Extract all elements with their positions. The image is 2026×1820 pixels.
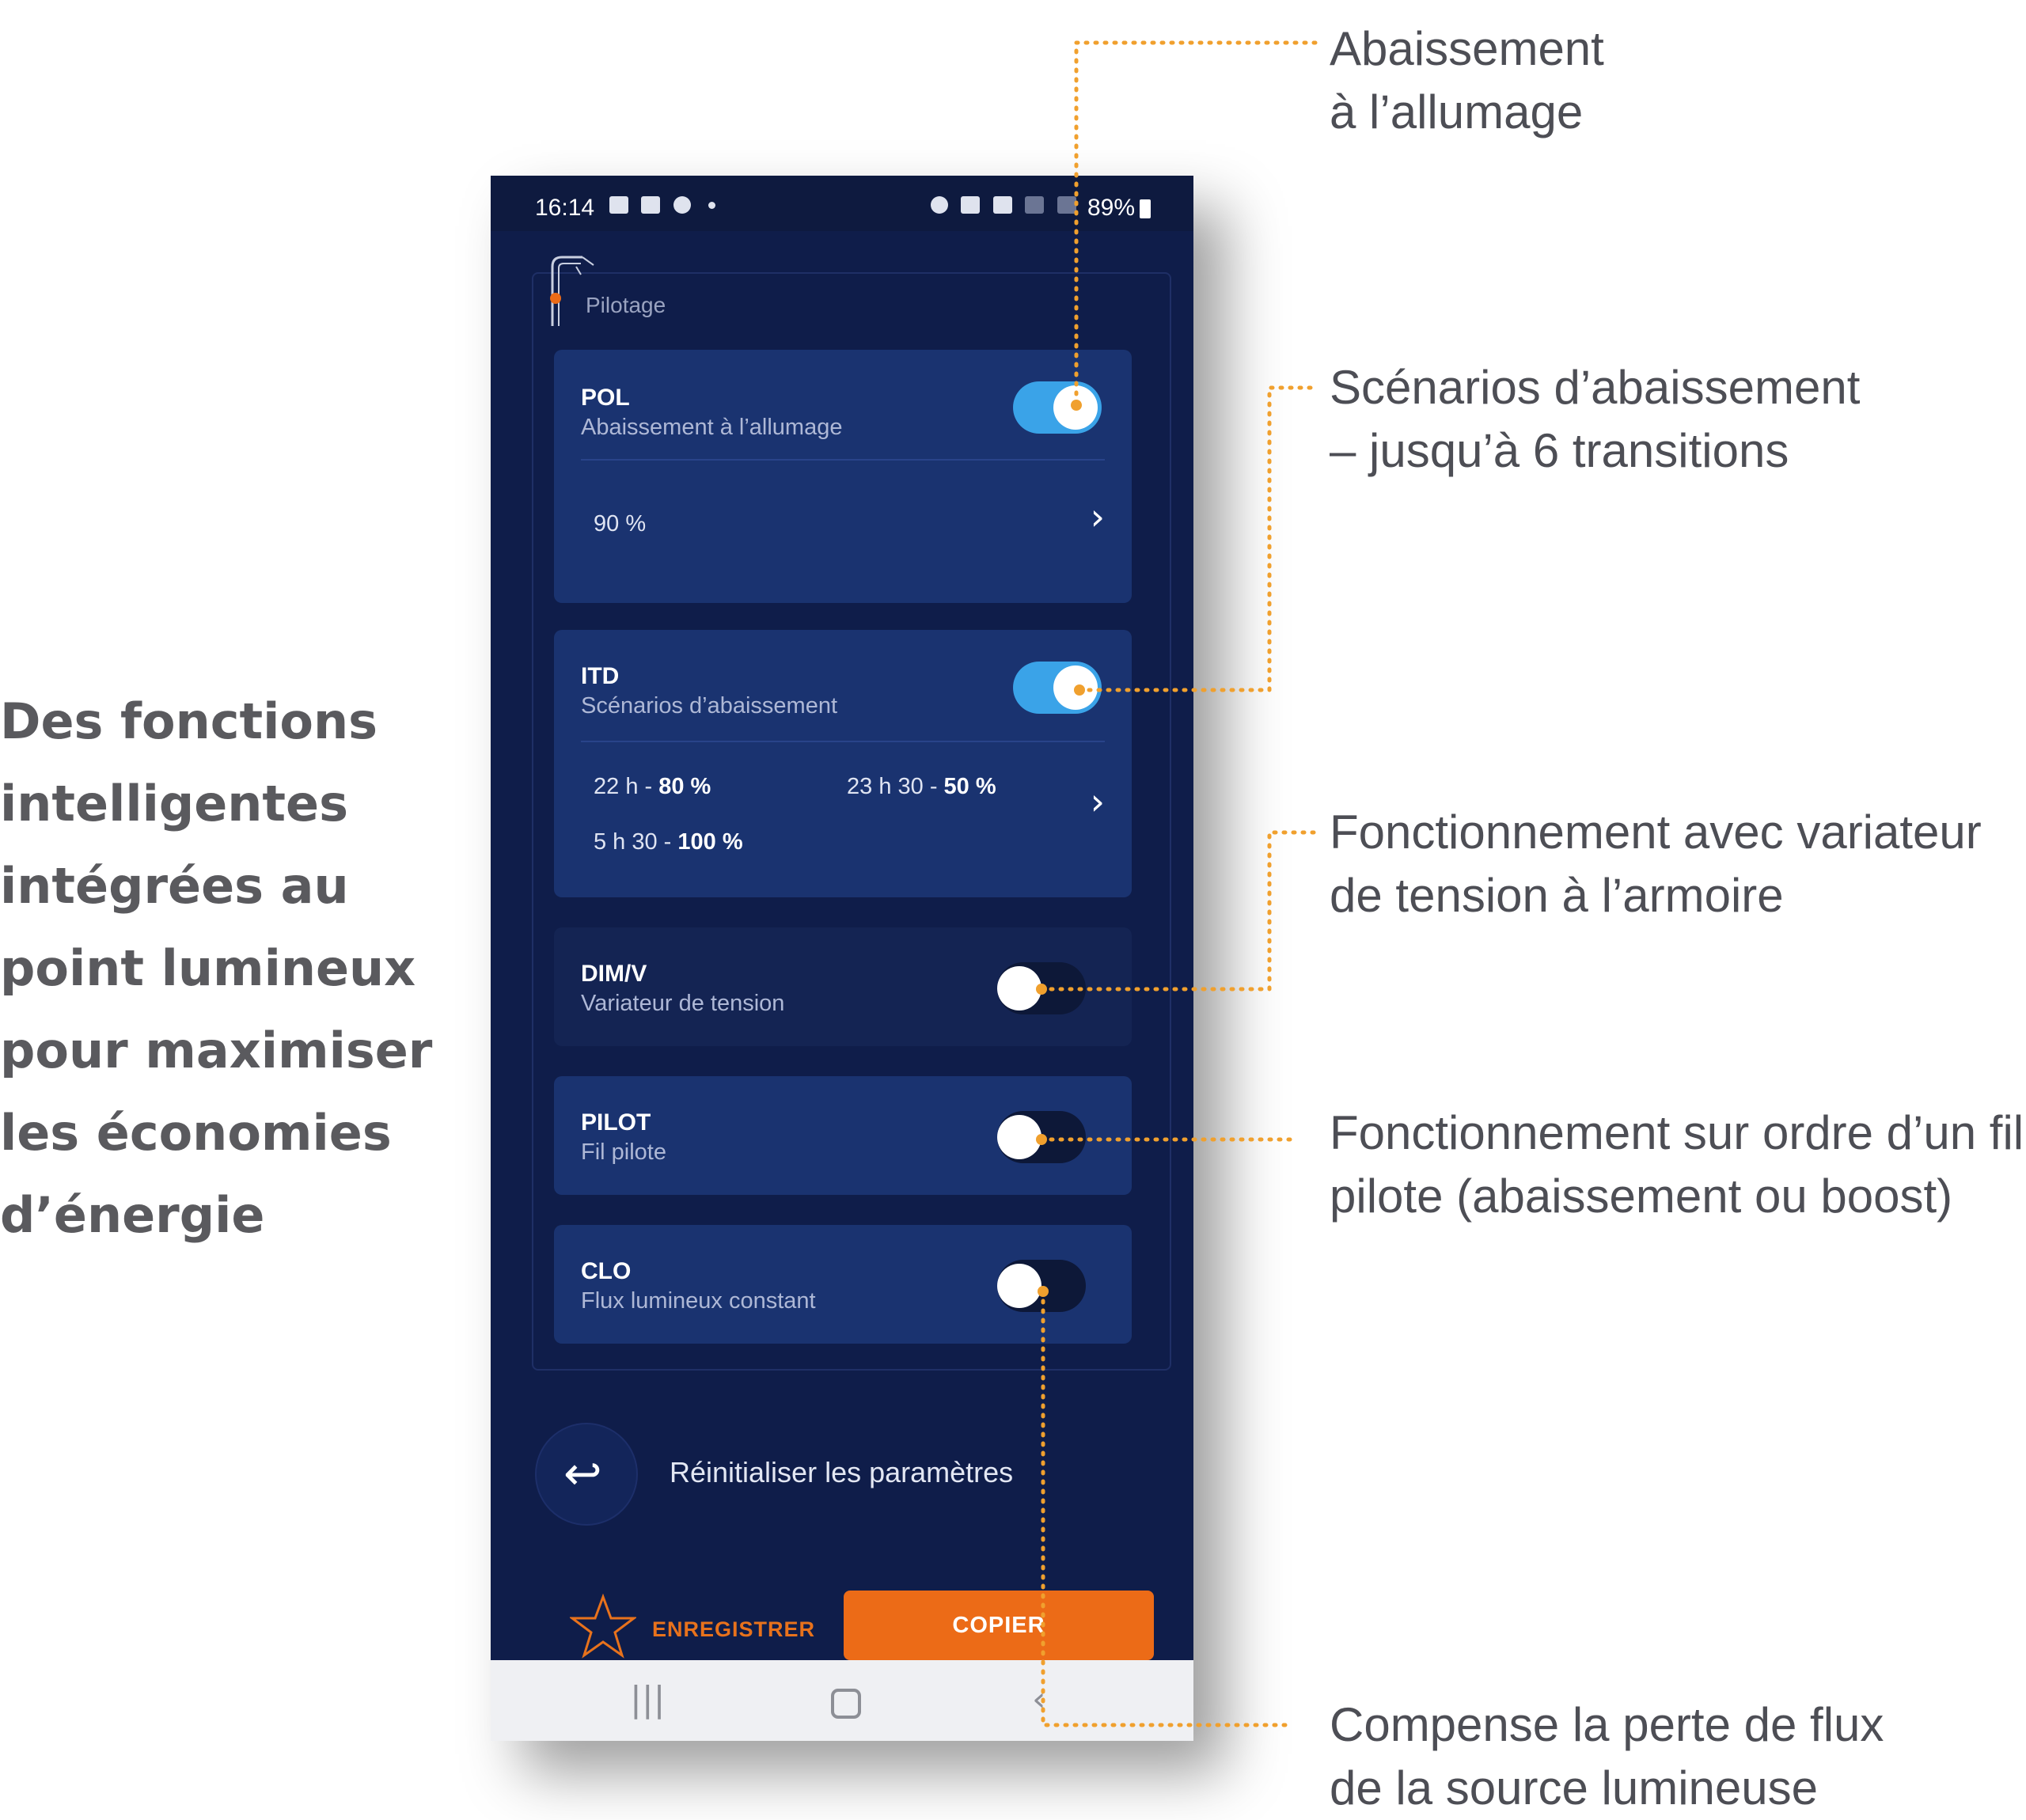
toggle-knob <box>997 1115 1041 1159</box>
card-code: PILOT <box>581 1109 651 1136</box>
card-code: CLO <box>581 1258 632 1284</box>
copy-button[interactable]: COPIER <box>844 1591 1154 1660</box>
annotation-line: pilote (abaissement ou boost) <box>1330 1170 1953 1223</box>
card-divider <box>581 459 1105 461</box>
wifi-icon <box>1025 196 1045 214</box>
leader-line-dimv <box>1039 830 1320 992</box>
slot-time: 23 h 30 - <box>847 774 944 799</box>
leader-dot <box>1036 984 1047 995</box>
headline-line: d’énergie <box>0 1186 265 1244</box>
leader-line-clo <box>1041 1289 1294 1727</box>
bluetooth-icon <box>961 196 981 214</box>
street-lamp-icon <box>550 256 594 326</box>
itd-slot: 22 h - 80 % <box>594 774 711 800</box>
card-itd: ITD Scénarios d’abaissement 22 h - 80 % … <box>554 630 1132 897</box>
card-description: Abaissement à l’allumage <box>581 415 843 440</box>
itd-slot: 23 h 30 - 50 % <box>847 774 996 800</box>
reset-button[interactable]: ↩ <box>535 1423 638 1526</box>
annotation-line: Scénarios d’abaissement <box>1330 361 1861 414</box>
slot-time: 5 h 30 - <box>594 829 678 855</box>
card-code: ITD <box>581 663 620 689</box>
headline-line: Des fonctions <box>0 692 378 750</box>
star-icon[interactable] <box>570 1594 636 1660</box>
card-pol: POL Abaissement à l’allumage 90 % › <box>554 350 1132 603</box>
page-title: Pilotage <box>586 293 666 317</box>
recent-apps-icon[interactable]: ||| <box>630 1679 666 1720</box>
annotation-clo: Compense la perte de flux de la source l… <box>1330 1693 1884 1820</box>
chevron-right-icon[interactable]: › <box>1090 780 1105 823</box>
slot-level: 80 % <box>658 774 711 799</box>
card-divider <box>581 741 1105 742</box>
card-dimv: DIM/V Variateur de tension <box>554 927 1132 1046</box>
chevron-right-icon[interactable]: › <box>1090 495 1105 538</box>
annotation-pilot: Fonctionnement sur ordre d’un fil pilote… <box>1330 1101 2024 1228</box>
annotation-line: Compense la perte de flux <box>1330 1698 1884 1751</box>
card-description: Flux lumineux constant <box>581 1288 816 1314</box>
status-icons-right <box>931 196 1086 214</box>
save-button[interactable]: ENREGISTRER <box>652 1617 816 1641</box>
card-clo: CLO Flux lumineux constant <box>554 1225 1132 1344</box>
toggle-knob <box>997 1264 1041 1308</box>
leader-dot <box>1036 1134 1047 1145</box>
undo-icon: ↩ <box>563 1447 602 1500</box>
card-description: Scénarios d’abaissement <box>581 693 838 719</box>
annotation-line: Fonctionnement avec variateur <box>1330 806 1982 859</box>
pilotage-panel <box>532 272 1171 1371</box>
annotation-line: – jusqu’à 6 transitions <box>1330 424 1789 477</box>
annotation-line: de tension à l’armoire <box>1330 869 1784 922</box>
slot-level: 50 % <box>943 774 996 799</box>
card-code: POL <box>581 385 630 411</box>
annotation-line: Abaissement <box>1330 22 1604 75</box>
status-icons-left <box>609 196 725 214</box>
alarm-icon <box>931 196 948 214</box>
headline-line: intelligentes <box>0 775 348 832</box>
phone-screen: 16:14 89% Pilotage POL Abaissement à l’a… <box>491 176 1193 1741</box>
leader-dots <box>1036 400 1085 1297</box>
slot-level: 100 % <box>677 829 743 855</box>
headline-line: pour maximiser <box>0 1022 433 1079</box>
leader-dot <box>1038 1286 1049 1297</box>
card-pilot: PILOT Fil pilote <box>554 1076 1132 1195</box>
annotation-line: à l’allumage <box>1330 85 1584 138</box>
notification-icon <box>641 196 661 214</box>
teams-icon <box>673 196 691 214</box>
pol-value: 90 % <box>594 511 647 537</box>
annotation-line: Fonctionnement sur ordre d’un fil <box>1330 1106 2024 1159</box>
pilot-toggle[interactable] <box>997 1111 1086 1163</box>
itd-slot: 5 h 30 - 100 % <box>594 829 743 855</box>
toggle-knob <box>997 966 1041 1010</box>
mute-icon <box>992 196 1012 214</box>
leader-group <box>1039 40 1320 1727</box>
gallery-icon <box>609 196 628 214</box>
headline-line: les économies <box>0 1104 392 1162</box>
reset-label[interactable]: Réinitialiser les paramètres <box>670 1456 1014 1488</box>
leader-dot <box>1071 400 1082 411</box>
battery-icon <box>1140 199 1151 219</box>
leader-line-itd <box>1077 385 1320 692</box>
card-code: DIM/V <box>581 961 647 987</box>
status-battery: 89% <box>1087 195 1151 222</box>
battery-percent: 89% <box>1087 195 1135 221</box>
card-description: Fil pilote <box>581 1139 666 1165</box>
home-icon[interactable] <box>831 1689 861 1719</box>
leader-line-pol <box>1074 40 1320 406</box>
annotation-dimv: Fonctionnement avec variateur de tension… <box>1330 801 1982 927</box>
leader-dot <box>1074 684 1085 696</box>
headline-line: intégrées au <box>0 857 349 915</box>
slot-time: 22 h - <box>594 774 659 799</box>
annotation-pol: Abaissement à l’allumage <box>1330 17 1604 144</box>
headline-line: point lumineux <box>0 939 416 997</box>
signal-icon <box>1057 196 1076 214</box>
status-time: 16:14 <box>535 195 595 221</box>
annotation-line: de la source lumineuse <box>1330 1761 1819 1814</box>
pol-toggle[interactable] <box>1013 381 1102 434</box>
annotation-itd: Scénarios d’abaissement – jusqu’à 6 tran… <box>1330 356 1860 483</box>
headline: Des fonctions intelligentes intégrées au… <box>0 681 459 1257</box>
card-description: Variateur de tension <box>581 991 785 1016</box>
dot-icon <box>708 201 716 209</box>
